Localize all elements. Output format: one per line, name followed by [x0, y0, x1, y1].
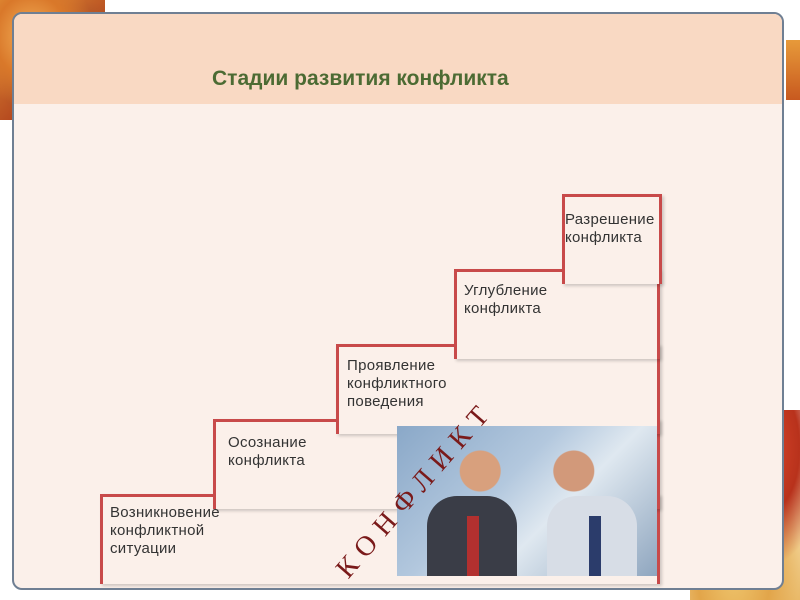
slide-panel: Стадии развития конфликта Возникновение … — [12, 12, 784, 590]
autumn-leaf-decoration — [786, 40, 800, 100]
step-4-label: Углубление конфликта — [464, 282, 548, 317]
step-4 — [454, 269, 660, 359]
step-5 — [562, 194, 662, 284]
slide-title: Стадии развития конфликта — [212, 67, 509, 90]
title-band — [14, 14, 782, 104]
step-5-label: Разрешение конфликта — [565, 211, 655, 246]
step-1-label: Возникновение конфликтной ситуации — [110, 504, 220, 557]
step-2-label: Осознание конфликта — [228, 434, 307, 469]
step-3-label: Проявление конфликтного поведения — [347, 357, 447, 410]
conflict-photo — [397, 426, 657, 576]
